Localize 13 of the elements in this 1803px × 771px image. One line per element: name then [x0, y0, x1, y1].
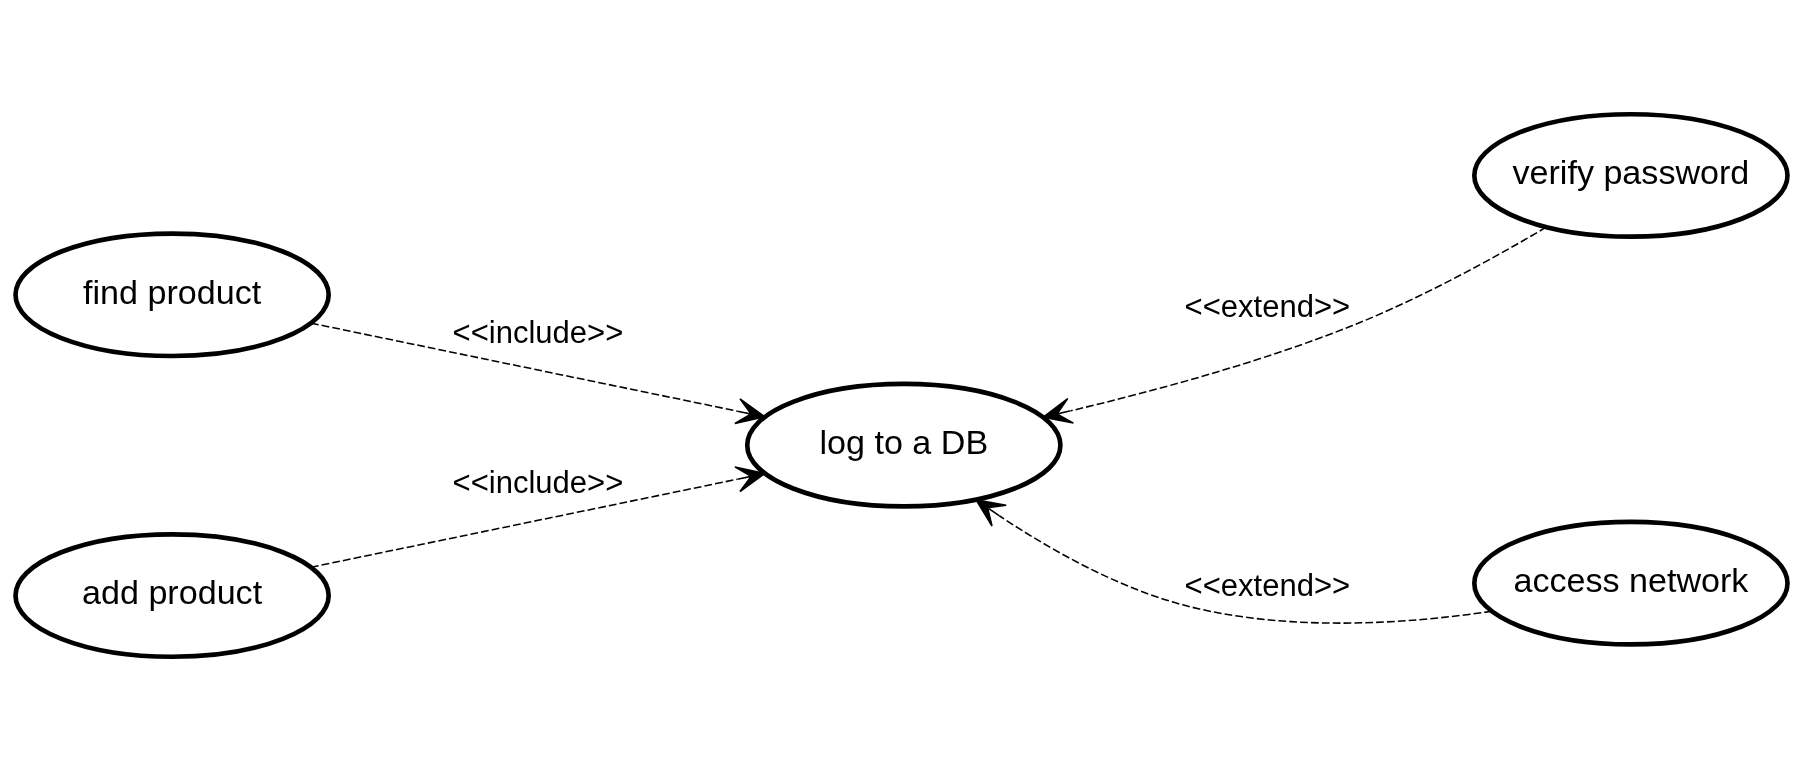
arrow [975, 499, 1493, 624]
edge-label: <<extend>> [1184, 567, 1351, 603]
arrow [310, 322, 766, 425]
node-ellipse: log to a DB [744, 381, 1063, 509]
node-ellipse: verify password [1472, 111, 1790, 239]
arrow [310, 466, 766, 568]
edge-label: <<include>> [452, 314, 624, 350]
edge-label: <<extend>> [1184, 288, 1351, 324]
arrow [1042, 226, 1547, 424]
node-ellipse: find product [13, 231, 331, 359]
edge-label: <<include>> [452, 465, 624, 501]
node-ellipse: add product [13, 532, 331, 660]
node-ellipse: access network [1472, 519, 1790, 647]
